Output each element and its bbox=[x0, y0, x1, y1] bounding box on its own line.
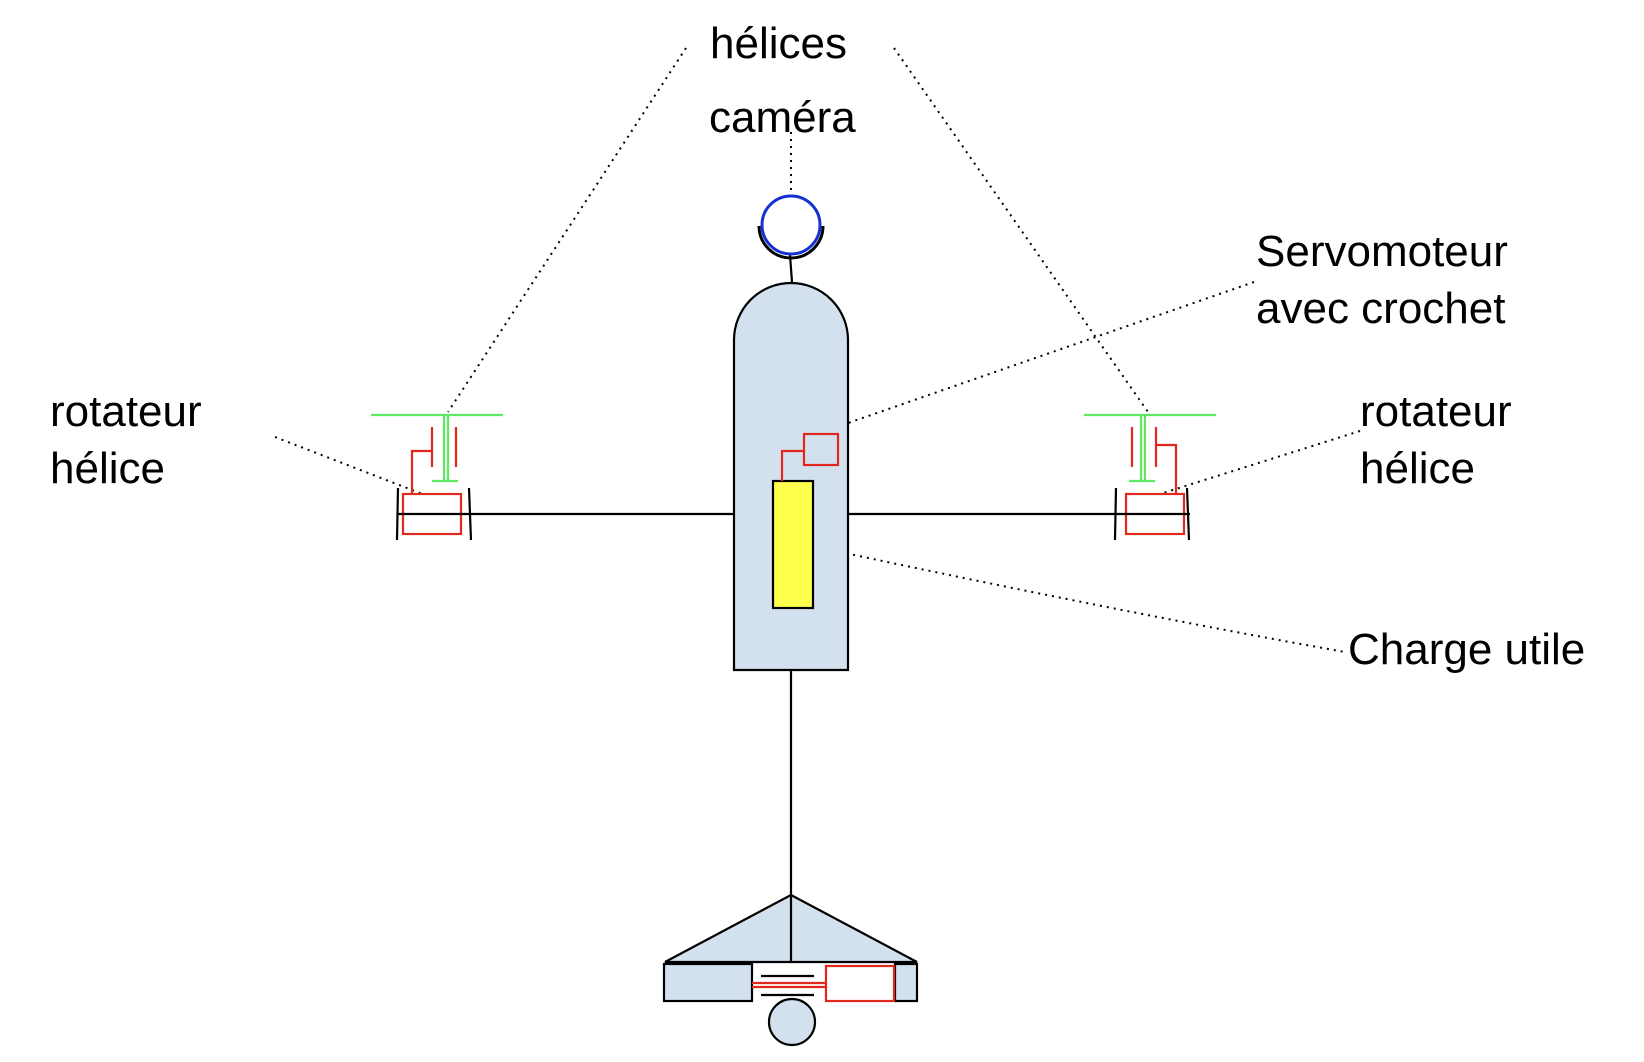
leader-helices-right bbox=[893, 47, 1149, 413]
leader-rotator-left bbox=[274, 436, 426, 496]
rotator-left-wire bbox=[410, 449, 432, 494]
rotator-right-bearing-b bbox=[1185, 487, 1191, 541]
rotor-right bbox=[1084, 413, 1216, 541]
label-rotator-left-line1: rotateur bbox=[50, 387, 202, 436]
leader-helices-left bbox=[447, 47, 687, 413]
label-payload: Charge utile bbox=[1348, 625, 1585, 674]
rotator-left-bearing-b bbox=[467, 487, 473, 541]
fuselage bbox=[732, 254, 850, 672]
labels: hélices caméra Servomoteur avec crochet … bbox=[50, 19, 1585, 674]
rotor-left bbox=[371, 413, 503, 541]
rotator-right-wire bbox=[1156, 443, 1178, 494]
label-rotator-right-line2: hélice bbox=[1360, 444, 1475, 493]
tail-motor bbox=[824, 964, 896, 1003]
label-servo-line1: Servomoteur bbox=[1256, 227, 1508, 276]
fuselage-body bbox=[732, 281, 850, 672]
camera-mount-rod bbox=[788, 254, 794, 283]
servomotor-box bbox=[802, 432, 840, 467]
tail-box-left bbox=[662, 962, 754, 1003]
tail-box-right bbox=[893, 962, 919, 1003]
rotator-right-bearing-a bbox=[1113, 487, 1118, 541]
label-helices: hélices bbox=[710, 19, 847, 68]
label-camera: caméra bbox=[709, 93, 856, 142]
tail bbox=[662, 670, 919, 1047]
camera-lens bbox=[760, 194, 822, 256]
label-rotator-left-line2: hélice bbox=[50, 444, 165, 493]
camera bbox=[757, 194, 825, 260]
label-servo-line2: avec crochet bbox=[1256, 284, 1505, 333]
tail-wheel bbox=[767, 997, 817, 1047]
leader-servo bbox=[827, 281, 1255, 431]
leader-rotator-right bbox=[1159, 430, 1361, 495]
label-rotator-right-line1: rotateur bbox=[1360, 387, 1512, 436]
leader-payload bbox=[811, 545, 1346, 653]
servomotor-wire bbox=[780, 449, 804, 481]
leader-lines bbox=[274, 47, 1361, 653]
camera-mount bbox=[757, 225, 825, 260]
payload-box bbox=[771, 479, 815, 610]
rotator-left-bearing-a bbox=[395, 487, 400, 541]
